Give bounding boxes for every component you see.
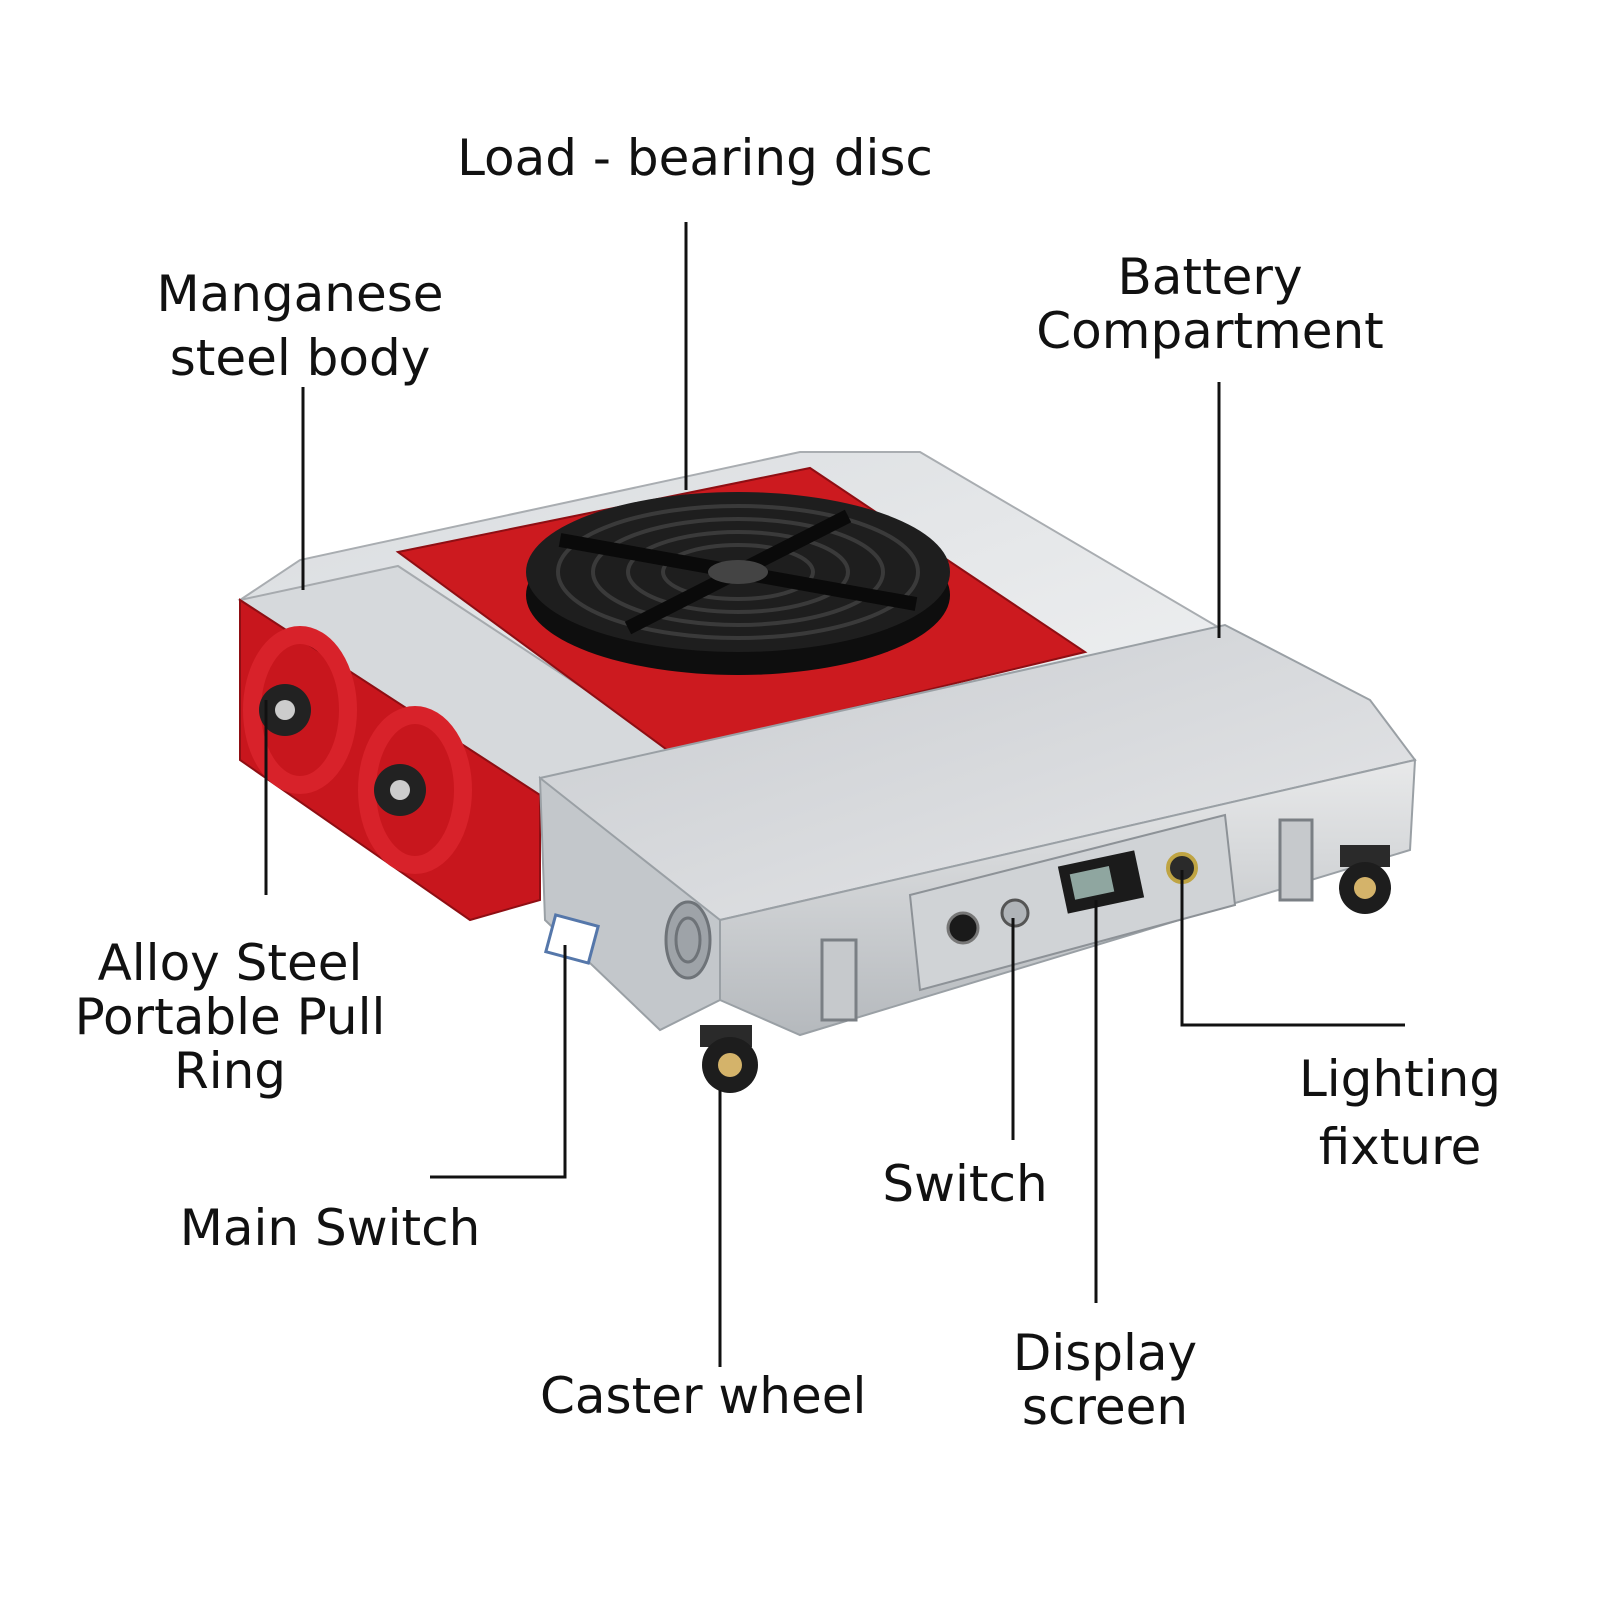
- label-display-screen: Display screen: [1012, 1324, 1198, 1436]
- display-screen-lcd: [1069, 866, 1115, 900]
- label-main-switch: Main Switch: [179, 1199, 481, 1257]
- pull-ring-right: [358, 706, 472, 874]
- caster-wheel-right: [1339, 845, 1391, 914]
- load-bearing-disc: [526, 492, 950, 675]
- caster-wheel-front: [700, 1025, 758, 1093]
- leader-main-switch: [430, 945, 567, 1179]
- leader-lighting: [1180, 870, 1405, 1027]
- label-switch: Switch: [882, 1155, 1048, 1213]
- latch-right: [1278, 818, 1314, 902]
- label-load-bearing-disc: Load - bearing disc: [457, 129, 933, 187]
- switch-knob-left: [946, 911, 980, 945]
- label-pull-ring: Alloy Steel Portable Pull Ring: [74, 934, 386, 1100]
- red-side-block: [239, 598, 541, 922]
- label-caster-wheel: Caster wheel: [540, 1367, 867, 1425]
- main-switch-box: [543, 913, 601, 965]
- pull-ring-left: [243, 626, 357, 794]
- latch-left: [820, 938, 858, 1022]
- leader-lines: [264, 222, 1405, 1367]
- label-manganese-steel-body: Manganese steel body: [156, 265, 444, 387]
- vent-fan-icon: [664, 900, 712, 980]
- label-battery-compartment: Battery Compartment: [1036, 248, 1384, 360]
- label-lighting-fixture: Lighting fixture: [1298, 1050, 1502, 1176]
- switch-button: [1000, 898, 1030, 928]
